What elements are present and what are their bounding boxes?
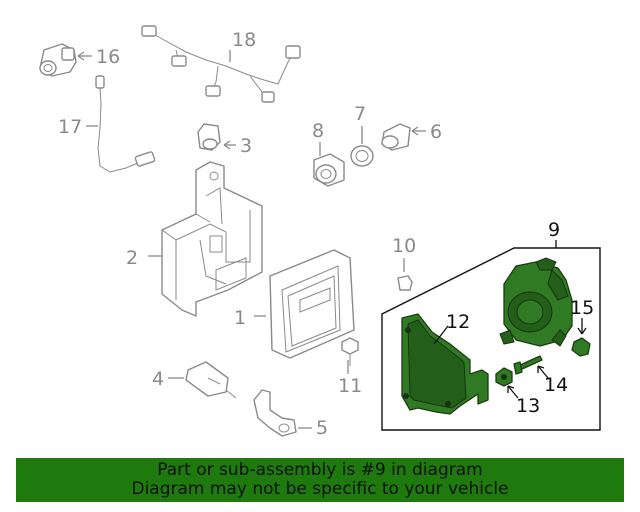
part-8-grommet[interactable] [313, 142, 345, 187]
banner-line-1: Part or sub-assembly is #9 in diagram [157, 460, 483, 480]
part-11-bolt[interactable] [341, 337, 359, 374]
callout-1: 1 [234, 307, 246, 329]
part-3-bracket[interactable] [197, 123, 236, 151]
part-1-control-module[interactable] [254, 249, 355, 359]
callout-13: 13 [516, 395, 540, 417]
callout-18: 18 [232, 29, 256, 51]
callout-9: 9 [548, 219, 560, 241]
part-15-nut[interactable] [571, 318, 591, 357]
part-17-cable-sensor[interactable] [86, 75, 156, 173]
callout-14: 14 [544, 374, 568, 396]
callout-8: 8 [312, 120, 324, 142]
banner-line-2: Diagram may not be specific to your vehi… [131, 479, 509, 499]
part-14-bolt[interactable] [513, 355, 549, 379]
info-banner: Part or sub-assembly is #9 in diagram Di… [16, 458, 624, 502]
callout-16: 16 [96, 46, 120, 68]
callout-12: 12 [446, 311, 470, 333]
callout-10: 10 [392, 235, 416, 257]
assembly-9-outline [381, 240, 601, 431]
callout-15: 15 [570, 297, 594, 319]
part-16-sensor[interactable] [39, 43, 92, 77]
callout-5: 5 [316, 417, 328, 439]
callout-7: 7 [354, 103, 366, 125]
part-2-bracket-housing[interactable] [148, 161, 263, 317]
part-18-wiring-harness[interactable] [141, 25, 301, 103]
part-12-mounting-plate[interactable] [401, 313, 489, 415]
part-4-connector[interactable] [168, 361, 237, 399]
callout-11: 11 [338, 375, 362, 397]
assembly-9-radar-unit[interactable] [499, 257, 573, 347]
callout-6: 6 [430, 121, 442, 143]
part-6-holder[interactable] [381, 123, 426, 151]
part-10-clip[interactable] [397, 258, 413, 291]
part-13-nut[interactable] [495, 367, 519, 399]
callout-17: 17 [58, 116, 82, 138]
callout-3: 3 [240, 135, 252, 157]
parts-diagram: 16 17 18 3 8 7 [39, 25, 601, 439]
callout-2: 2 [126, 247, 138, 269]
part-7-ring[interactable] [350, 126, 374, 167]
callout-4: 4 [152, 368, 164, 390]
part-5-mount-bracket[interactable] [253, 389, 312, 437]
